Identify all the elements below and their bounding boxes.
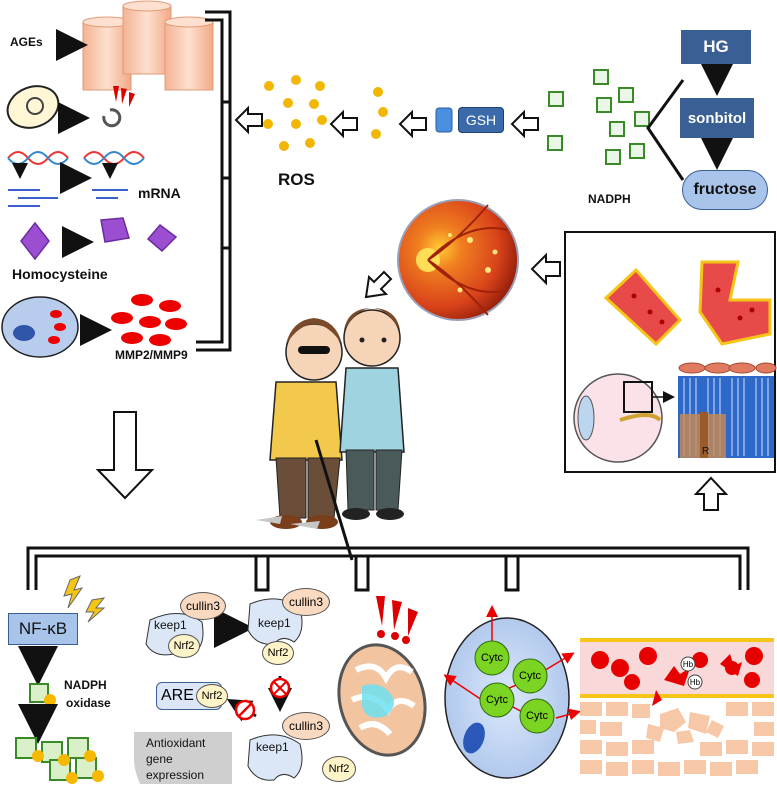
retina-fundus [397, 199, 519, 321]
cytc-label-3: Cytc [486, 694, 508, 706]
ros-arrow [329, 109, 358, 139]
antioxidant-box-shape [134, 732, 232, 784]
mitochondria-icon [6, 85, 60, 129]
cytc-label-4: Cytc [526, 710, 548, 722]
cytc-discs [474, 640, 555, 734]
photoreceptor-r-label: R [702, 446, 710, 457]
damaged-mitochondrion [337, 643, 427, 757]
lightning-icons [63, 575, 106, 623]
ros-dots-2 [371, 87, 388, 139]
nadph-oxidase-label-2: oxidase [66, 696, 111, 710]
nadph-oxidase-label-1: NADPH [64, 678, 107, 692]
helper-person-illustration [339, 308, 405, 520]
nadph-oxidase-box [29, 683, 56, 706]
ros-dots [263, 75, 327, 151]
top-left-bracket [196, 10, 232, 352]
gsh-arrow [398, 109, 427, 139]
hb-label-2: Hb [689, 677, 701, 687]
gsh-box: GSH [458, 107, 504, 133]
hg-box: HG [681, 30, 751, 64]
keep1-label-3: keep1 [256, 740, 289, 754]
warning-marks-large [376, 596, 418, 644]
hb-label-1: Hb [682, 659, 694, 669]
photoreceptor-layer [678, 376, 774, 458]
broken-ring-icon [102, 108, 122, 128]
sorbitol-box: sonbitol [680, 98, 754, 138]
oxidase-cluster [15, 737, 104, 784]
keep1-shape-3 [247, 734, 303, 781]
panel-to-retina-arrow [530, 252, 561, 286]
damaged-vessel-1 [603, 267, 683, 347]
blocked-icon-2 [234, 699, 256, 721]
nfkb-box: NF-κB [8, 613, 78, 645]
up-to-panel-arrow [693, 476, 729, 511]
vessel-leak-panel [580, 638, 774, 776]
nrf2-bubble-are: Nrf2 [196, 684, 228, 708]
rbc-cluster [111, 294, 187, 346]
nrf2-bubble-2: Nrf2 [262, 641, 294, 665]
nrf2-bubble-free: Nrf2 [322, 756, 356, 782]
antioxidant-label-2: gene [146, 752, 173, 766]
keep1-label-2: keep1 [258, 616, 291, 630]
cullin3-bubble-1: cullin3 [180, 592, 226, 620]
nrf2-bubble-1: Nrf2 [168, 634, 200, 658]
rpe-cells [678, 362, 777, 374]
warning-marks-small [113, 86, 135, 107]
eye-cross-section [573, 373, 663, 463]
cullin3-bubble-3: cullin3 [282, 712, 330, 740]
blocked-icon-1 [269, 677, 291, 699]
ground-marks [256, 516, 320, 529]
mrna-lines-left [8, 189, 58, 207]
antioxidant-label-3: expression [146, 768, 205, 782]
cytc-label-2: Cytc [519, 670, 541, 682]
fructose-box: fructose [682, 170, 768, 210]
ages-label: AGEs [10, 35, 43, 49]
dna-strands-right [83, 151, 145, 165]
polyol-branch-lines [646, 79, 685, 181]
blind-person-illustration [269, 318, 354, 561]
homocysteine-diamonds [20, 217, 178, 261]
cell-with-rbc [1, 296, 79, 358]
keep1-label-1: keep1 [154, 618, 187, 632]
antioxidant-label-1: Antioxidant [146, 736, 206, 750]
ages-cylinders [82, 0, 214, 91]
ros-to-bracket-arrow [234, 105, 263, 135]
mrna-lines-right [92, 189, 128, 199]
mrna-label: mRNA [138, 185, 181, 201]
mmp-label: MMP2/MMP9 [115, 348, 188, 362]
ros-label: ROS [278, 170, 315, 189]
down-hollow-arrow [95, 411, 155, 500]
bottom-bracket [26, 546, 750, 592]
cytc-label-1: Cytc [481, 652, 503, 664]
gsh-small-cube [435, 107, 453, 133]
damaged-vessel-2 [698, 260, 772, 346]
homocysteine-label: Homocysteine [12, 266, 108, 282]
nadph-to-gsh-arrow [510, 109, 539, 139]
dna-strands-left [7, 151, 69, 165]
retina-to-people-arrow [364, 270, 393, 299]
cullin3-bubble-2: cullin3 [282, 588, 330, 616]
nadph-squares [547, 69, 650, 165]
nadph-label: NADPH [588, 192, 631, 206]
